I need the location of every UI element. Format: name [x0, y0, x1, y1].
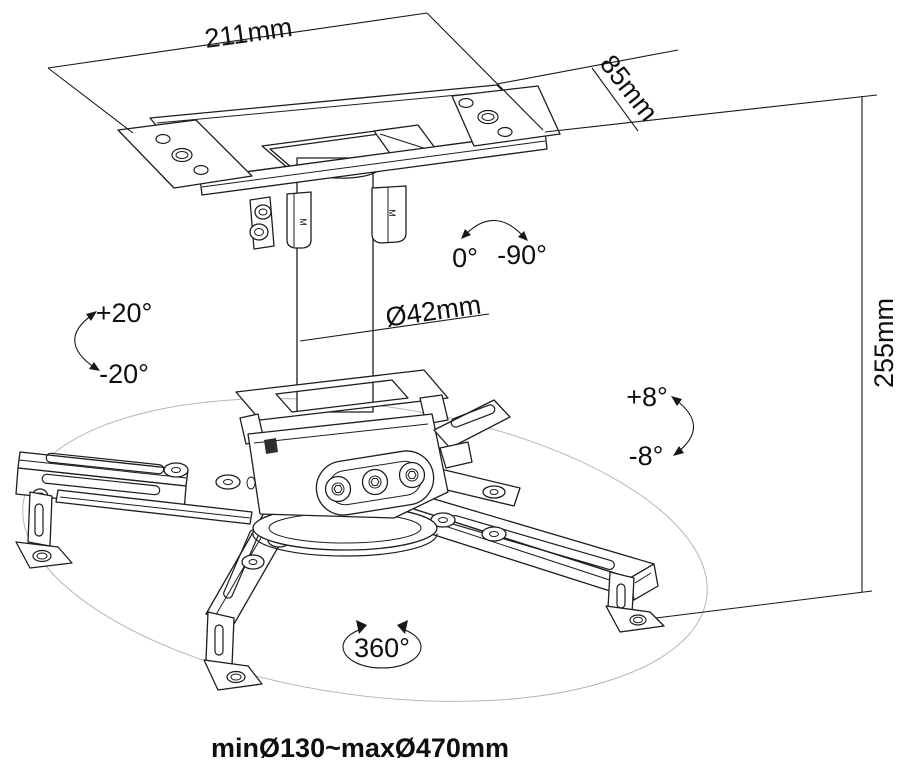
screw-plate — [315, 450, 435, 516]
annotation-tilt: +8° -8° — [626, 382, 694, 471]
flange-hole — [171, 147, 193, 163]
tilt-bracket — [433, 399, 511, 469]
ceiling-mount-drawing: M M — [15, 84, 665, 691]
plate-width-label: 211mm — [203, 12, 294, 54]
tilt-up-label: +8° — [626, 382, 668, 412]
pole-diameter-label: Ø42mm — [384, 290, 483, 333]
plate-back-rim — [156, 91, 491, 124]
plate-left-flange — [117, 119, 253, 189]
annotation-roll: +20° -20° — [74, 298, 153, 389]
annotation-swivel: 0° -90° — [452, 220, 547, 273]
roll-up-label: +20° — [96, 298, 153, 328]
foot-hole — [32, 549, 52, 563]
flange-hole — [193, 164, 209, 176]
plate-depth-label: 85mm — [594, 49, 664, 127]
arm-front-right — [397, 495, 659, 601]
swivel-to-label: -90° — [497, 240, 547, 270]
foot-hole — [226, 670, 246, 684]
foot-back-left — [15, 491, 73, 569]
arc-arrowhead — [673, 446, 684, 456]
arc-arrowhead — [89, 362, 100, 371]
screw — [361, 468, 389, 496]
flange-hole — [458, 97, 474, 109]
swivel-from-label: 0° — [452, 243, 478, 273]
arc-arrowhead — [356, 620, 367, 634]
foot-front-left — [203, 611, 263, 691]
foot-slot — [34, 503, 44, 537]
arc-arrowhead — [86, 311, 97, 321]
tab-mark-right: M — [387, 209, 397, 217]
roll-down-label: -20° — [99, 359, 149, 389]
plate-right-flange — [451, 85, 561, 147]
slide-pad — [481, 526, 507, 542]
slide-pad — [241, 554, 265, 570]
flange-hole — [477, 109, 499, 125]
clamp-slot — [264, 438, 278, 454]
tilt-down-label: -8° — [629, 441, 664, 471]
annotation-rotation: 360° — [342, 620, 422, 669]
pole-hanger-tabs: M M — [286, 185, 407, 249]
dimension-drop-height: 255mm — [655, 96, 899, 619]
tilt-slot — [450, 404, 496, 428]
slide-pad — [215, 474, 241, 490]
screw — [398, 461, 426, 489]
arc-arrowhead — [461, 229, 471, 239]
drop-height-label: 255mm — [869, 298, 899, 388]
side-screw-bracket — [249, 196, 275, 250]
screw — [324, 475, 352, 503]
foot-hole — [629, 614, 647, 626]
adjust-knob — [249, 223, 269, 241]
rotation-range-ellipse — [22, 398, 708, 702]
tab-mark-left: M — [298, 218, 308, 226]
arm-slot — [41, 473, 161, 496]
rotation-label: 360° — [354, 633, 410, 663]
flange-hole — [155, 133, 171, 145]
ceiling-plate: M M — [117, 84, 561, 413]
foot-slot — [214, 624, 224, 656]
arm-span-label: minØ130~maxØ470mm — [211, 733, 509, 763]
adjust-knob — [254, 204, 272, 220]
flange-hole — [497, 126, 513, 138]
arc-arrowhead — [518, 231, 528, 241]
arc-arrowhead — [397, 620, 408, 634]
slide-pad — [482, 485, 506, 499]
foot-front-right — [605, 571, 665, 633]
arc-arrowhead — [671, 396, 682, 406]
side-hole — [246, 476, 256, 490]
slide-pad — [163, 462, 189, 478]
